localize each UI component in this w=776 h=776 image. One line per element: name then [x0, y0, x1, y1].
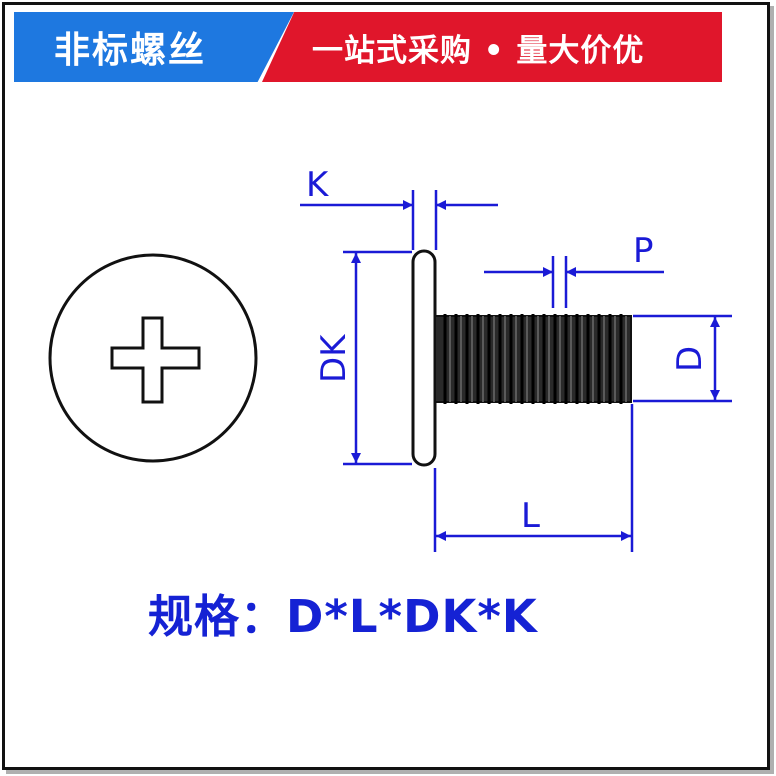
dk-dimension	[343, 250, 412, 466]
head-side-view	[411, 249, 437, 467]
banner-left-text: 非标螺丝	[54, 30, 207, 71]
dk-label: DK	[314, 333, 354, 383]
k-dimension	[300, 190, 498, 250]
spec-caption: 规格：D*L*DK*K	[148, 590, 538, 643]
l-label: L	[521, 496, 540, 536]
l-dimension	[433, 404, 634, 552]
frame-shadow-right	[770, 6, 774, 774]
banner-right-text: 一站式采购 • 量大价优	[312, 32, 645, 69]
frame-shadow-bottom	[6, 770, 774, 774]
p-label: P	[633, 231, 654, 271]
phillips-cross-icon	[110, 316, 201, 404]
k-label: K	[306, 165, 330, 205]
d-label: D	[670, 346, 710, 372]
d-dimension	[633, 314, 732, 403]
banner-right: 一站式采购 • 量大价优	[262, 12, 722, 82]
head-top-view	[48, 253, 258, 463]
p-dimension	[484, 256, 664, 308]
banner-left: 非标螺丝	[14, 12, 294, 82]
threaded-shank	[434, 314, 632, 404]
